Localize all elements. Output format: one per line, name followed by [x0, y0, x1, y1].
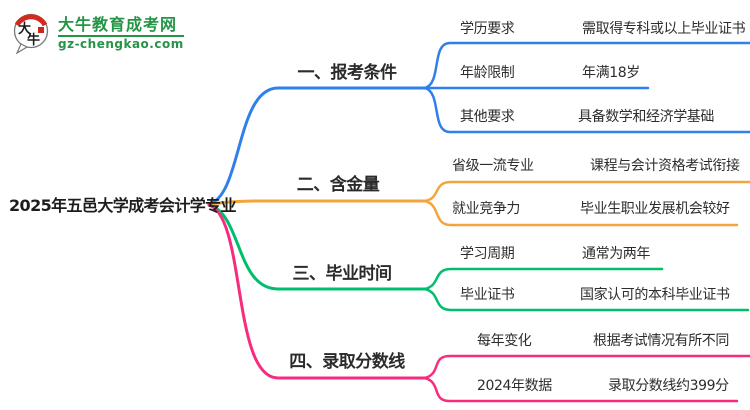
- topic-value: 毕业生职业发展机会较好: [580, 201, 730, 217]
- branch-2-label: 二、含金量: [296, 175, 380, 195]
- branch-2-trunk-line: [207, 199, 427, 206]
- branch-3-trunk-line: [207, 203, 427, 291]
- topic-value: 根据考试情况有所不同: [593, 333, 729, 349]
- topic-value: 具备数学和经济学基础: [578, 109, 714, 125]
- topic-value: 国家认可的本科毕业证书: [580, 287, 730, 303]
- topic-value: 课程与会计资格考试衔接: [590, 158, 740, 174]
- logo-domain: gz-chengkao.com: [58, 36, 184, 51]
- branch-1-label: 一、报考条件: [297, 63, 398, 83]
- branch-3-label: 三、毕业时间: [292, 264, 393, 284]
- logo-text-block: 大牛教育成考网 gz-chengkao.com: [58, 14, 184, 51]
- site-logo: 大 牛 大牛教育成考网 gz-chengkao.com: [12, 11, 184, 55]
- topic-label: 年龄限制: [460, 65, 515, 81]
- topic-label: 毕业证书: [460, 287, 515, 303]
- logo-divider: [58, 34, 184, 37]
- branch-2-child-1-line: [423, 180, 750, 203]
- topic-label: 其他要求: [460, 109, 515, 125]
- branch-4-trunk-line: [207, 203, 427, 380]
- topic-label: 学历要求: [460, 21, 515, 37]
- topic-value: 通常为两年: [582, 246, 650, 262]
- topic-label: 就业竞争力: [452, 201, 520, 217]
- branch-4-child-2-line: [423, 376, 739, 403]
- branch-3-child-1-line: [423, 267, 664, 291]
- topic-value: 录取分数线约399分: [608, 378, 729, 394]
- logo-badge-icon: 大 牛: [13, 13, 49, 55]
- branch-3-child-2-line: [423, 287, 750, 312]
- topic-label: 每年变化: [477, 333, 532, 349]
- svg-text:大: 大: [18, 21, 31, 37]
- branch-4-label: 四、录取分数线: [289, 352, 405, 372]
- branch-1-trunk-line: [207, 86, 427, 206]
- branch-2-child-2-line: [423, 199, 739, 227]
- root-topic: 2025年五邑大学成考会计学专业: [9, 196, 237, 215]
- branch-4-child-1-line: [423, 354, 750, 380]
- topic-value: 需取得专科或以上毕业证书: [582, 21, 746, 37]
- branch-1-child-3-line: [423, 86, 750, 134]
- topic-label: 2024年数据: [477, 378, 552, 394]
- topic-value: 年满18岁: [582, 65, 640, 81]
- logo-title: 大牛教育成考网: [58, 14, 178, 34]
- branch-1-child-1-line: [423, 41, 750, 90]
- svg-text:牛: 牛: [27, 32, 40, 48]
- topic-label: 省级一流专业: [452, 158, 534, 174]
- topic-label: 学习周期: [460, 246, 515, 262]
